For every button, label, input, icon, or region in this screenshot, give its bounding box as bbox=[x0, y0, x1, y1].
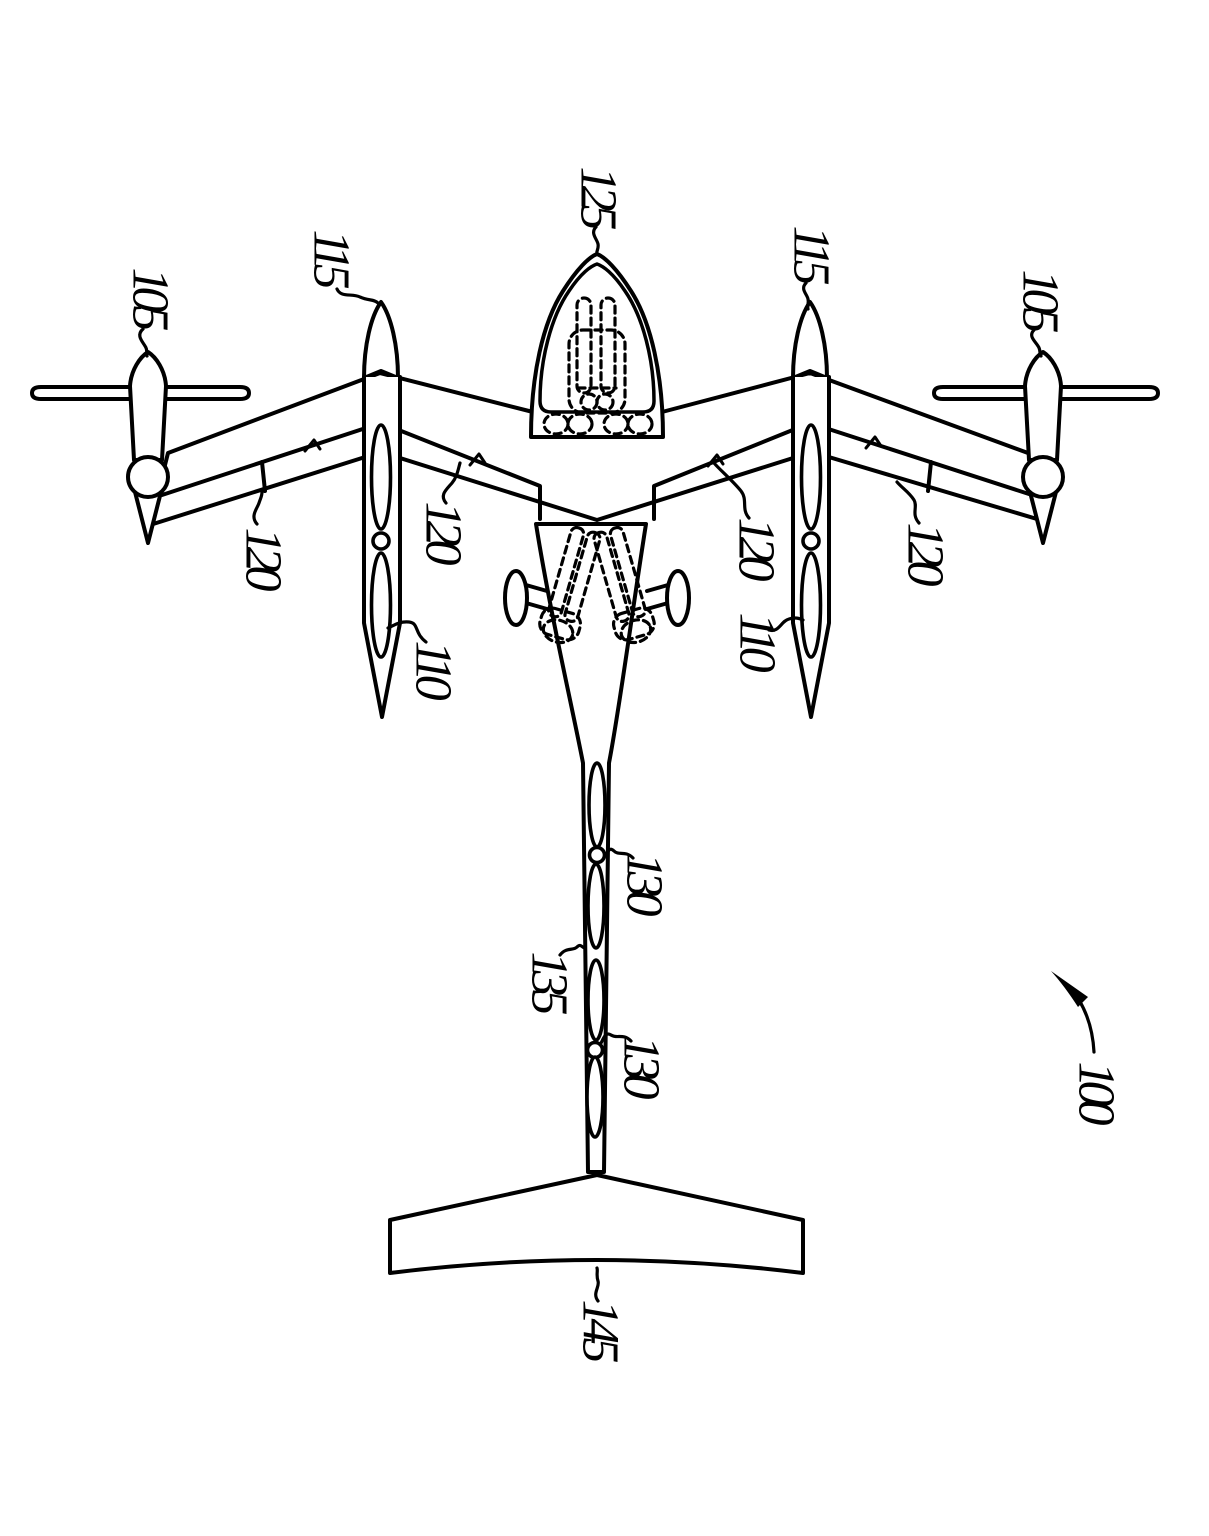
ref-label-105-right: 105 bbox=[1012, 270, 1069, 333]
leader-145 bbox=[594, 1266, 600, 1303]
ref-label-100: 100 bbox=[1068, 1062, 1125, 1126]
leader-130-lower bbox=[599, 1032, 633, 1045]
canopy-inner bbox=[538, 262, 656, 414]
reference-numerals: 105 115 125 115 105 120 120 120 120 110 … bbox=[122, 167, 1125, 1363]
leader-105-left bbox=[138, 327, 149, 358]
ref-label-105-left: 105 bbox=[122, 268, 179, 331]
nacelle-left-body bbox=[362, 375, 402, 719]
wingtip-prop-left-hub bbox=[126, 455, 170, 499]
leader-100-shaft bbox=[1077, 998, 1096, 1054]
leader-110-left bbox=[386, 620, 428, 644]
ref-label-115-left: 115 bbox=[303, 229, 360, 288]
leader-115-left bbox=[335, 287, 380, 305]
wingtip-prop-right bbox=[932, 350, 1160, 545]
wing-flap-hinge-left bbox=[160, 421, 542, 521]
hinge-tick-left-inner bbox=[468, 452, 487, 467]
wingtip-prop-left bbox=[30, 350, 251, 545]
leader-120-right-inner bbox=[712, 461, 751, 520]
passenger-seat-right bbox=[592, 525, 656, 645]
wingtip-prop-right-blade-outboard bbox=[1058, 385, 1160, 401]
wingtip-prop-right-hub bbox=[1021, 455, 1065, 499]
leader-125 bbox=[592, 225, 600, 256]
ref-label-115-right: 115 bbox=[783, 225, 840, 284]
sponson-left bbox=[503, 569, 529, 627]
leader-120-left-outer bbox=[252, 490, 264, 526]
rotor-right-hub bbox=[801, 531, 821, 551]
wingtip-prop-left-blade-inboard bbox=[158, 385, 251, 401]
ref-label-120-right-outer: 120 bbox=[897, 523, 954, 587]
sponson-strut-right bbox=[645, 583, 670, 611]
rotor-right-blade-fore bbox=[799, 423, 823, 531]
pilot-seat bbox=[567, 296, 627, 415]
ref-label-120-right-inner: 120 bbox=[728, 518, 785, 582]
flap-divider-right bbox=[926, 460, 933, 493]
nacelle-right-body bbox=[791, 375, 831, 719]
canopy-outer bbox=[529, 252, 665, 439]
rotor-left-hub bbox=[371, 531, 391, 551]
nacelle-left bbox=[362, 300, 402, 719]
cockpit-floor-detail bbox=[542, 412, 654, 436]
leader-115-right bbox=[802, 281, 810, 311]
boom-rotor-upper-hub bbox=[587, 845, 607, 865]
sponson-right bbox=[665, 569, 691, 627]
leader-100-arrowhead bbox=[1051, 971, 1088, 1007]
rotor-left-blade-fore bbox=[369, 423, 393, 531]
boom-rotor-upper-blade-aft bbox=[586, 862, 606, 950]
flap-divider-left bbox=[260, 460, 267, 493]
hinge-tick-left-outer bbox=[303, 438, 322, 453]
leader-135 bbox=[558, 943, 587, 957]
wing-flap-hinge-right bbox=[652, 421, 1034, 521]
hinge-tick-right-outer bbox=[864, 435, 883, 450]
ref-label-110-left: 110 bbox=[405, 640, 462, 700]
ref-label-145: 145 bbox=[572, 1300, 629, 1363]
sponson-strut-left bbox=[524, 583, 549, 611]
wingtip-prop-left-blade-outboard bbox=[30, 385, 145, 401]
wingtip-prop-right-blade-inboard bbox=[932, 385, 1029, 401]
ref-label-125: 125 bbox=[570, 167, 627, 230]
leader-120-left-inner bbox=[441, 461, 462, 505]
leader-130-upper bbox=[604, 847, 635, 860]
ref-label-135: 135 bbox=[521, 952, 578, 1015]
boom-rotor-lower-blade-aft bbox=[585, 1055, 605, 1139]
boom-rotor-upper-blade-fore bbox=[587, 761, 607, 849]
hinge-tick-right-inner bbox=[706, 453, 725, 468]
boom-rotor-lower-blade-fore bbox=[586, 958, 606, 1042]
wingtip-prop-right-body bbox=[1023, 350, 1063, 462]
ref-label-110-right: 110 bbox=[729, 612, 786, 672]
ref-label-130-lower: 130 bbox=[613, 1036, 670, 1100]
leader-110-right bbox=[767, 616, 805, 633]
nacelle-right bbox=[791, 300, 831, 719]
ref-label-120-left-outer: 120 bbox=[235, 528, 292, 592]
leader-105-right bbox=[1030, 328, 1043, 358]
nacelle-left-nose-cone bbox=[362, 300, 400, 380]
nacelle-right-nose-cone bbox=[791, 300, 829, 380]
ref-label-130-upper: 130 bbox=[616, 853, 673, 917]
ref-label-120-left-inner: 120 bbox=[415, 502, 472, 566]
wingtip-prop-left-body bbox=[128, 350, 168, 462]
cockpit bbox=[529, 252, 665, 439]
rotor-left-blade-aft bbox=[369, 551, 393, 659]
rotor-right-blade-aft bbox=[799, 551, 823, 659]
tail-plane bbox=[388, 1173, 805, 1275]
leader-120-right-outer bbox=[895, 480, 921, 525]
